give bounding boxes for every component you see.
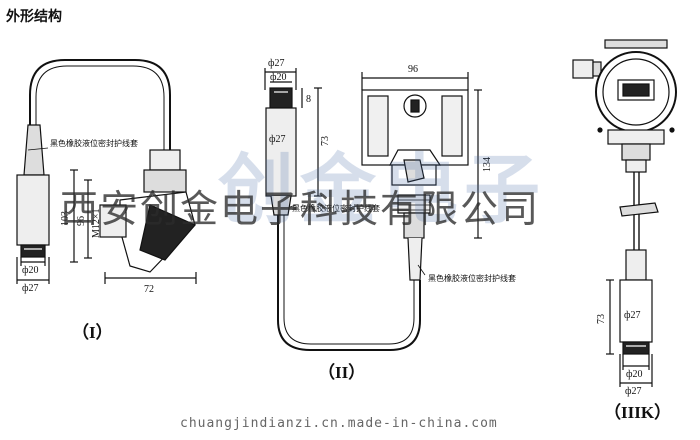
fig2-drawing (264, 68, 482, 351)
fig2-n8: 8 (306, 94, 311, 105)
watermark-site: chuangjindianzi.cn.made-in-china.com (180, 416, 498, 431)
fig2-cable-label: 黑色橡胶液位密封护线套 (428, 273, 516, 283)
fig1-d27: ф27 (22, 283, 38, 294)
fig1-len96: 96 (76, 216, 87, 226)
fig3-drawing (572, 39, 677, 387)
fig2-h134: 134 (482, 157, 493, 172)
fig2-dim-labels: ф27 ф20 8 ф27 73 96 134 黑色橡胶液位密封护线套 黑色橡胶… (268, 58, 516, 283)
fig3-d27b: ф27 (625, 386, 641, 397)
fig3-n73: 73 (596, 314, 607, 324)
fig1-thread: M12×1 (91, 208, 102, 238)
fig1-len103: 103 (60, 211, 71, 226)
watermark-brand: 创金电子 (218, 145, 546, 234)
fig1-drawing (16, 59, 197, 284)
watermark-company: 西安创金电子科技有限公司 (60, 187, 541, 231)
fig2-d27top: ф27 (268, 58, 284, 69)
fig1-width72: 72 (144, 284, 154, 295)
fig2-caption: （II） (318, 363, 366, 382)
page-title: 外形结构 (6, 9, 62, 25)
fig1-dim-labels: ф20 ф27 103 96 M12×1 72 黑色橡胶液位密封护线套 (22, 138, 154, 295)
fig1-caption: （I） (72, 323, 113, 342)
fig2-probe-label: 黑色橡胶液位密封护线套 (292, 203, 380, 213)
fig1-d20: ф20 (22, 265, 38, 276)
fig3-d20: ф20 (626, 369, 642, 380)
fig2-n73: 73 (320, 136, 331, 146)
fig2-w96: 96 (408, 64, 418, 75)
fig2-d20: ф20 (270, 72, 286, 83)
fig3-d27: ф27 (624, 310, 640, 321)
fig3-dim-labels: 73 ф27 ф20 ф27 (596, 310, 642, 397)
fig1-sleeve-label: 黑色橡胶液位密封护线套 (50, 138, 138, 148)
fig3-caption: （IIIK） (604, 403, 672, 422)
fig2-d27mid: ф27 (269, 134, 285, 145)
